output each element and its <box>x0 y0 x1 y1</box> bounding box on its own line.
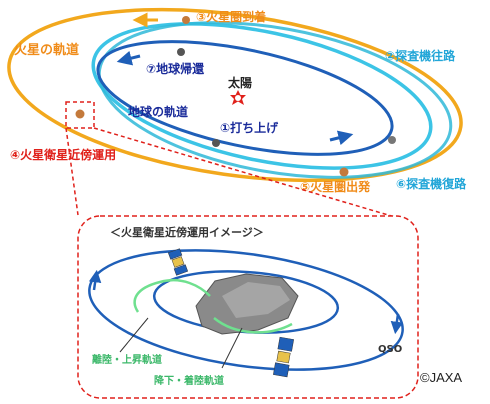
step4-satellite-ops-label: ④火星衛星近傍運用 <box>10 147 116 162</box>
callout-line-right <box>93 127 406 221</box>
qso-arrow-2 <box>390 313 404 335</box>
earth-planet <box>177 48 185 56</box>
step2-outbound-label: ②探査機往路 <box>385 48 456 63</box>
callout-line-left <box>65 127 79 216</box>
ascent-label: 離陸・上昇軌道 <box>92 353 162 366</box>
return-trajectory <box>97 21 453 179</box>
step6-return-label: ⑥探査機復路 <box>396 176 467 191</box>
mars-planet <box>182 16 190 24</box>
mars-orbit-label: 火星の軌道 <box>14 42 79 58</box>
step3-mars-arrival-label: ③火星圏到着 <box>196 9 266 24</box>
mars-orbit-ellipse <box>7 7 463 183</box>
sun-icon <box>230 90 246 105</box>
qso-arrow <box>88 269 102 291</box>
earth-orbit-arrow-2 <box>329 130 354 146</box>
ascent-trajectory <box>133 279 211 313</box>
phobos-shade <box>222 282 290 318</box>
spacecraft-icon <box>273 336 295 378</box>
earth-orbit-ellipse <box>96 40 394 156</box>
mars-planet <box>75 109 85 119</box>
copyright-credit: ©JAXA <box>420 370 462 385</box>
spacecraft-icon <box>167 248 189 276</box>
sun-label: 太陽 <box>228 75 252 90</box>
descent-trajectory <box>213 317 293 334</box>
inset-title: ＜火星衛星近傍運用イメージ＞ <box>110 225 264 239</box>
outbound-trajectory <box>91 22 433 170</box>
step1-launch-label: ①打ち上げ <box>220 120 279 135</box>
step7-earth-return-label: ⑦地球帰還 <box>146 61 205 76</box>
earth-orbit-label: 地球の軌道 <box>128 104 188 119</box>
mars-planet <box>339 167 349 177</box>
step5-mars-departure-label: ⑤火星圏出発 <box>300 179 371 194</box>
earth-orbit-arrow <box>116 50 141 66</box>
descent-label: 降下・着陸軌道 <box>154 374 224 387</box>
mars-highlight-box <box>65 101 95 129</box>
earth-planet <box>212 139 220 147</box>
ascent-leader <box>119 317 149 353</box>
earth-planet <box>388 136 396 144</box>
descent-leader <box>221 327 243 369</box>
qso-label: QSO <box>378 344 402 355</box>
